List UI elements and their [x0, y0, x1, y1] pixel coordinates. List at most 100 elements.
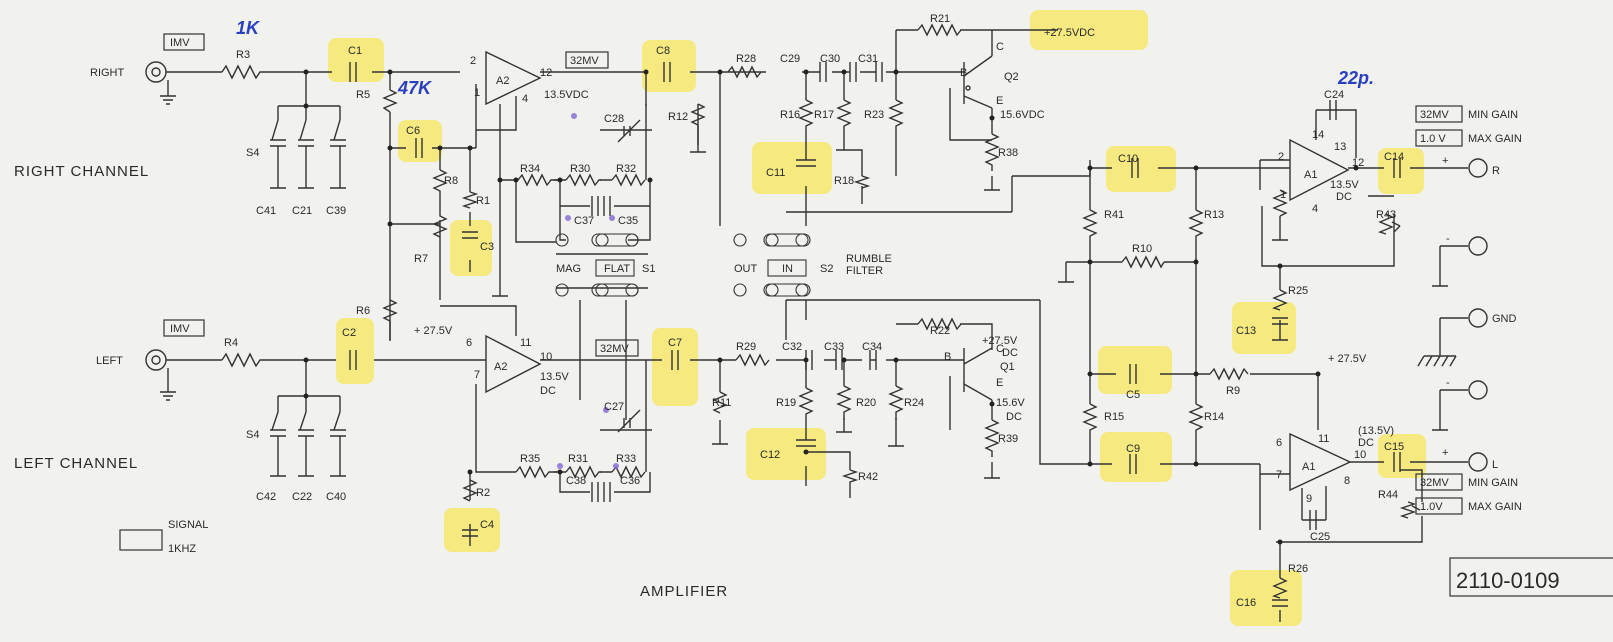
- label-max-gain: MAX GAIN: [1468, 133, 1522, 145]
- label-r29: R29: [736, 341, 756, 353]
- label-c4: C4: [480, 519, 494, 531]
- label-r43: R43: [1376, 209, 1396, 221]
- label-r34: R34: [520, 163, 540, 175]
- label-max-gain-val2: 1.0V: [1420, 501, 1443, 513]
- capacitors: [270, 62, 1401, 607]
- label-e: E: [996, 377, 1003, 389]
- label-p6: 6: [466, 337, 472, 349]
- switch-blocks: [555, 233, 811, 297]
- label-p2: 2: [1278, 151, 1284, 163]
- label-r25: R25: [1288, 285, 1308, 297]
- label-p9: 9: [1306, 493, 1312, 505]
- label-p12: 12: [540, 67, 552, 79]
- label-mag: MAG: [556, 263, 581, 275]
- label-s1: S1: [642, 263, 655, 275]
- right-input-level: IMV: [170, 37, 190, 49]
- label-minus: -: [1446, 233, 1450, 245]
- label-r41: R41: [1104, 209, 1124, 221]
- label-r20: R20: [856, 397, 876, 409]
- label-p7: 7: [1276, 469, 1282, 481]
- label-c31: C31: [858, 53, 878, 65]
- label-c42: C42: [256, 491, 276, 503]
- label-r9: R9: [1226, 385, 1240, 397]
- label-c30: C30: [820, 53, 840, 65]
- label-c13: C13: [1236, 325, 1256, 337]
- label-c34: C34: [862, 341, 882, 353]
- label-r6: R6: [356, 305, 370, 317]
- label-r24: R24: [904, 397, 924, 409]
- label-c36: C36: [620, 475, 640, 487]
- label-r30: R30: [570, 163, 590, 175]
- label-c6: C6: [406, 125, 420, 137]
- label-q2: Q2: [1004, 71, 1019, 83]
- label-r4: R4: [224, 337, 238, 349]
- label-p4: 4: [522, 93, 528, 105]
- label-a1-l-dc2: DC: [1358, 437, 1374, 449]
- label-a1: A1: [1304, 169, 1317, 181]
- label-c11: C11: [766, 167, 785, 179]
- label-a2-r-dc: 13.5VDC: [544, 89, 589, 101]
- label-c24: C24: [1324, 89, 1344, 101]
- label-c16: C16: [1236, 597, 1256, 609]
- label-p11: 11: [520, 337, 531, 349]
- label-r39: R39: [998, 433, 1018, 445]
- label-s4: S4: [246, 147, 259, 159]
- label-min-gain: MIN GAIN: [1468, 109, 1518, 121]
- label-c25: C25: [1310, 531, 1330, 543]
- label-a1-l-dc1: (13.5V): [1358, 425, 1394, 437]
- label-r14: R14: [1204, 411, 1224, 423]
- label-p11: 11: [1318, 433, 1329, 445]
- right-input-label: RIGHT: [90, 67, 125, 79]
- label-r32: R32: [616, 163, 636, 175]
- label-c2: C2: [342, 327, 356, 339]
- diagram-title: AMPLIFIER: [640, 583, 728, 600]
- left-channel-label: LEFT CHANNEL: [14, 455, 138, 472]
- label-plus: +: [1442, 447, 1448, 459]
- label-c1: C1: [348, 45, 362, 57]
- label-b: B: [960, 67, 967, 79]
- label-r18: R18: [834, 175, 854, 187]
- label-c28: C28: [604, 113, 624, 125]
- label-r2: R2: [476, 487, 490, 499]
- label-r23: R23: [864, 109, 884, 121]
- label-minus: -: [1446, 377, 1450, 389]
- label-r28: R28: [736, 53, 756, 65]
- highlights: [328, 10, 1426, 626]
- label-p10: 10: [1354, 449, 1366, 461]
- pen-marks: [557, 113, 619, 469]
- label-r42: R42: [858, 471, 878, 483]
- label-r19: R19: [776, 397, 796, 409]
- label-r16: R16: [780, 109, 800, 121]
- label-s4: S4: [246, 429, 259, 441]
- label-p1: 1: [1280, 189, 1286, 201]
- label-p8: 8: [1344, 475, 1350, 487]
- signal-legend-line2: 1KHZ: [168, 543, 196, 555]
- label-a1-r-dc1: 13.5V: [1330, 179, 1359, 191]
- label-filter: FILTER: [846, 265, 883, 277]
- label-r15: R15: [1104, 411, 1124, 423]
- r3-handwritten-value: 1K: [236, 18, 261, 38]
- label-c7: C7: [668, 337, 682, 349]
- label-r: R: [1492, 165, 1500, 177]
- label-r44: R44: [1378, 489, 1398, 501]
- active-devices: [485, 50, 1352, 492]
- label-r11: R11: [712, 397, 731, 409]
- left-input-level: IMV: [170, 323, 190, 335]
- label-c35: C35: [618, 215, 638, 227]
- label-r12: R12: [668, 111, 688, 123]
- label-c: C: [996, 41, 1004, 53]
- jacks: [145, 61, 1488, 472]
- label-c12: C12: [760, 449, 780, 461]
- label-r31: R31: [568, 453, 588, 465]
- label-max-gain-val: 1.0 V: [1420, 133, 1446, 145]
- label-p12: 12: [1352, 157, 1364, 169]
- label-r8: R8: [444, 175, 458, 187]
- label-c3: C3: [480, 241, 494, 253]
- label-c40: C40: [326, 491, 346, 503]
- label-c8: C8: [656, 45, 670, 57]
- label-q2-e: 15.6VDC: [1000, 109, 1045, 121]
- label-sig-32mv: 32MV: [600, 343, 629, 355]
- label-a1: A1: [1302, 461, 1315, 473]
- label-q1-e2: DC: [1006, 411, 1022, 423]
- label-rail: +27.5VDC: [1044, 27, 1095, 39]
